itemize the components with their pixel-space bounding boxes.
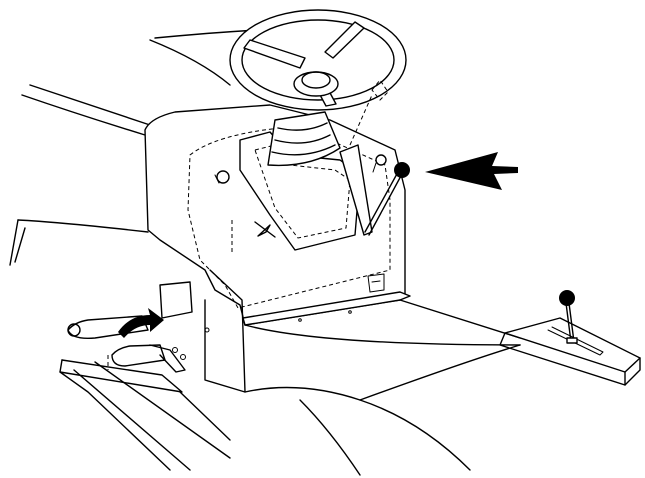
- steering-column: [267, 111, 341, 167]
- ignition-key-icon: [216, 170, 230, 184]
- throttle-lever: [339, 94, 410, 236]
- panel-screw: [204, 327, 210, 333]
- throttle-lever-knob: [394, 162, 410, 178]
- gear-shift-knob: [559, 290, 575, 306]
- shift-console: [499, 290, 641, 386]
- throttle-decal: [367, 273, 385, 293]
- footrest-bars: [59, 359, 231, 471]
- steering-wheel: [229, 9, 407, 111]
- hitch-knob: [375, 154, 387, 166]
- frame: [244, 299, 521, 476]
- side-panel-door: [159, 281, 193, 319]
- pedal-direction-arrow: [118, 308, 164, 338]
- pointer-arrow: [425, 152, 518, 190]
- choke-lever-icon: [257, 224, 271, 237]
